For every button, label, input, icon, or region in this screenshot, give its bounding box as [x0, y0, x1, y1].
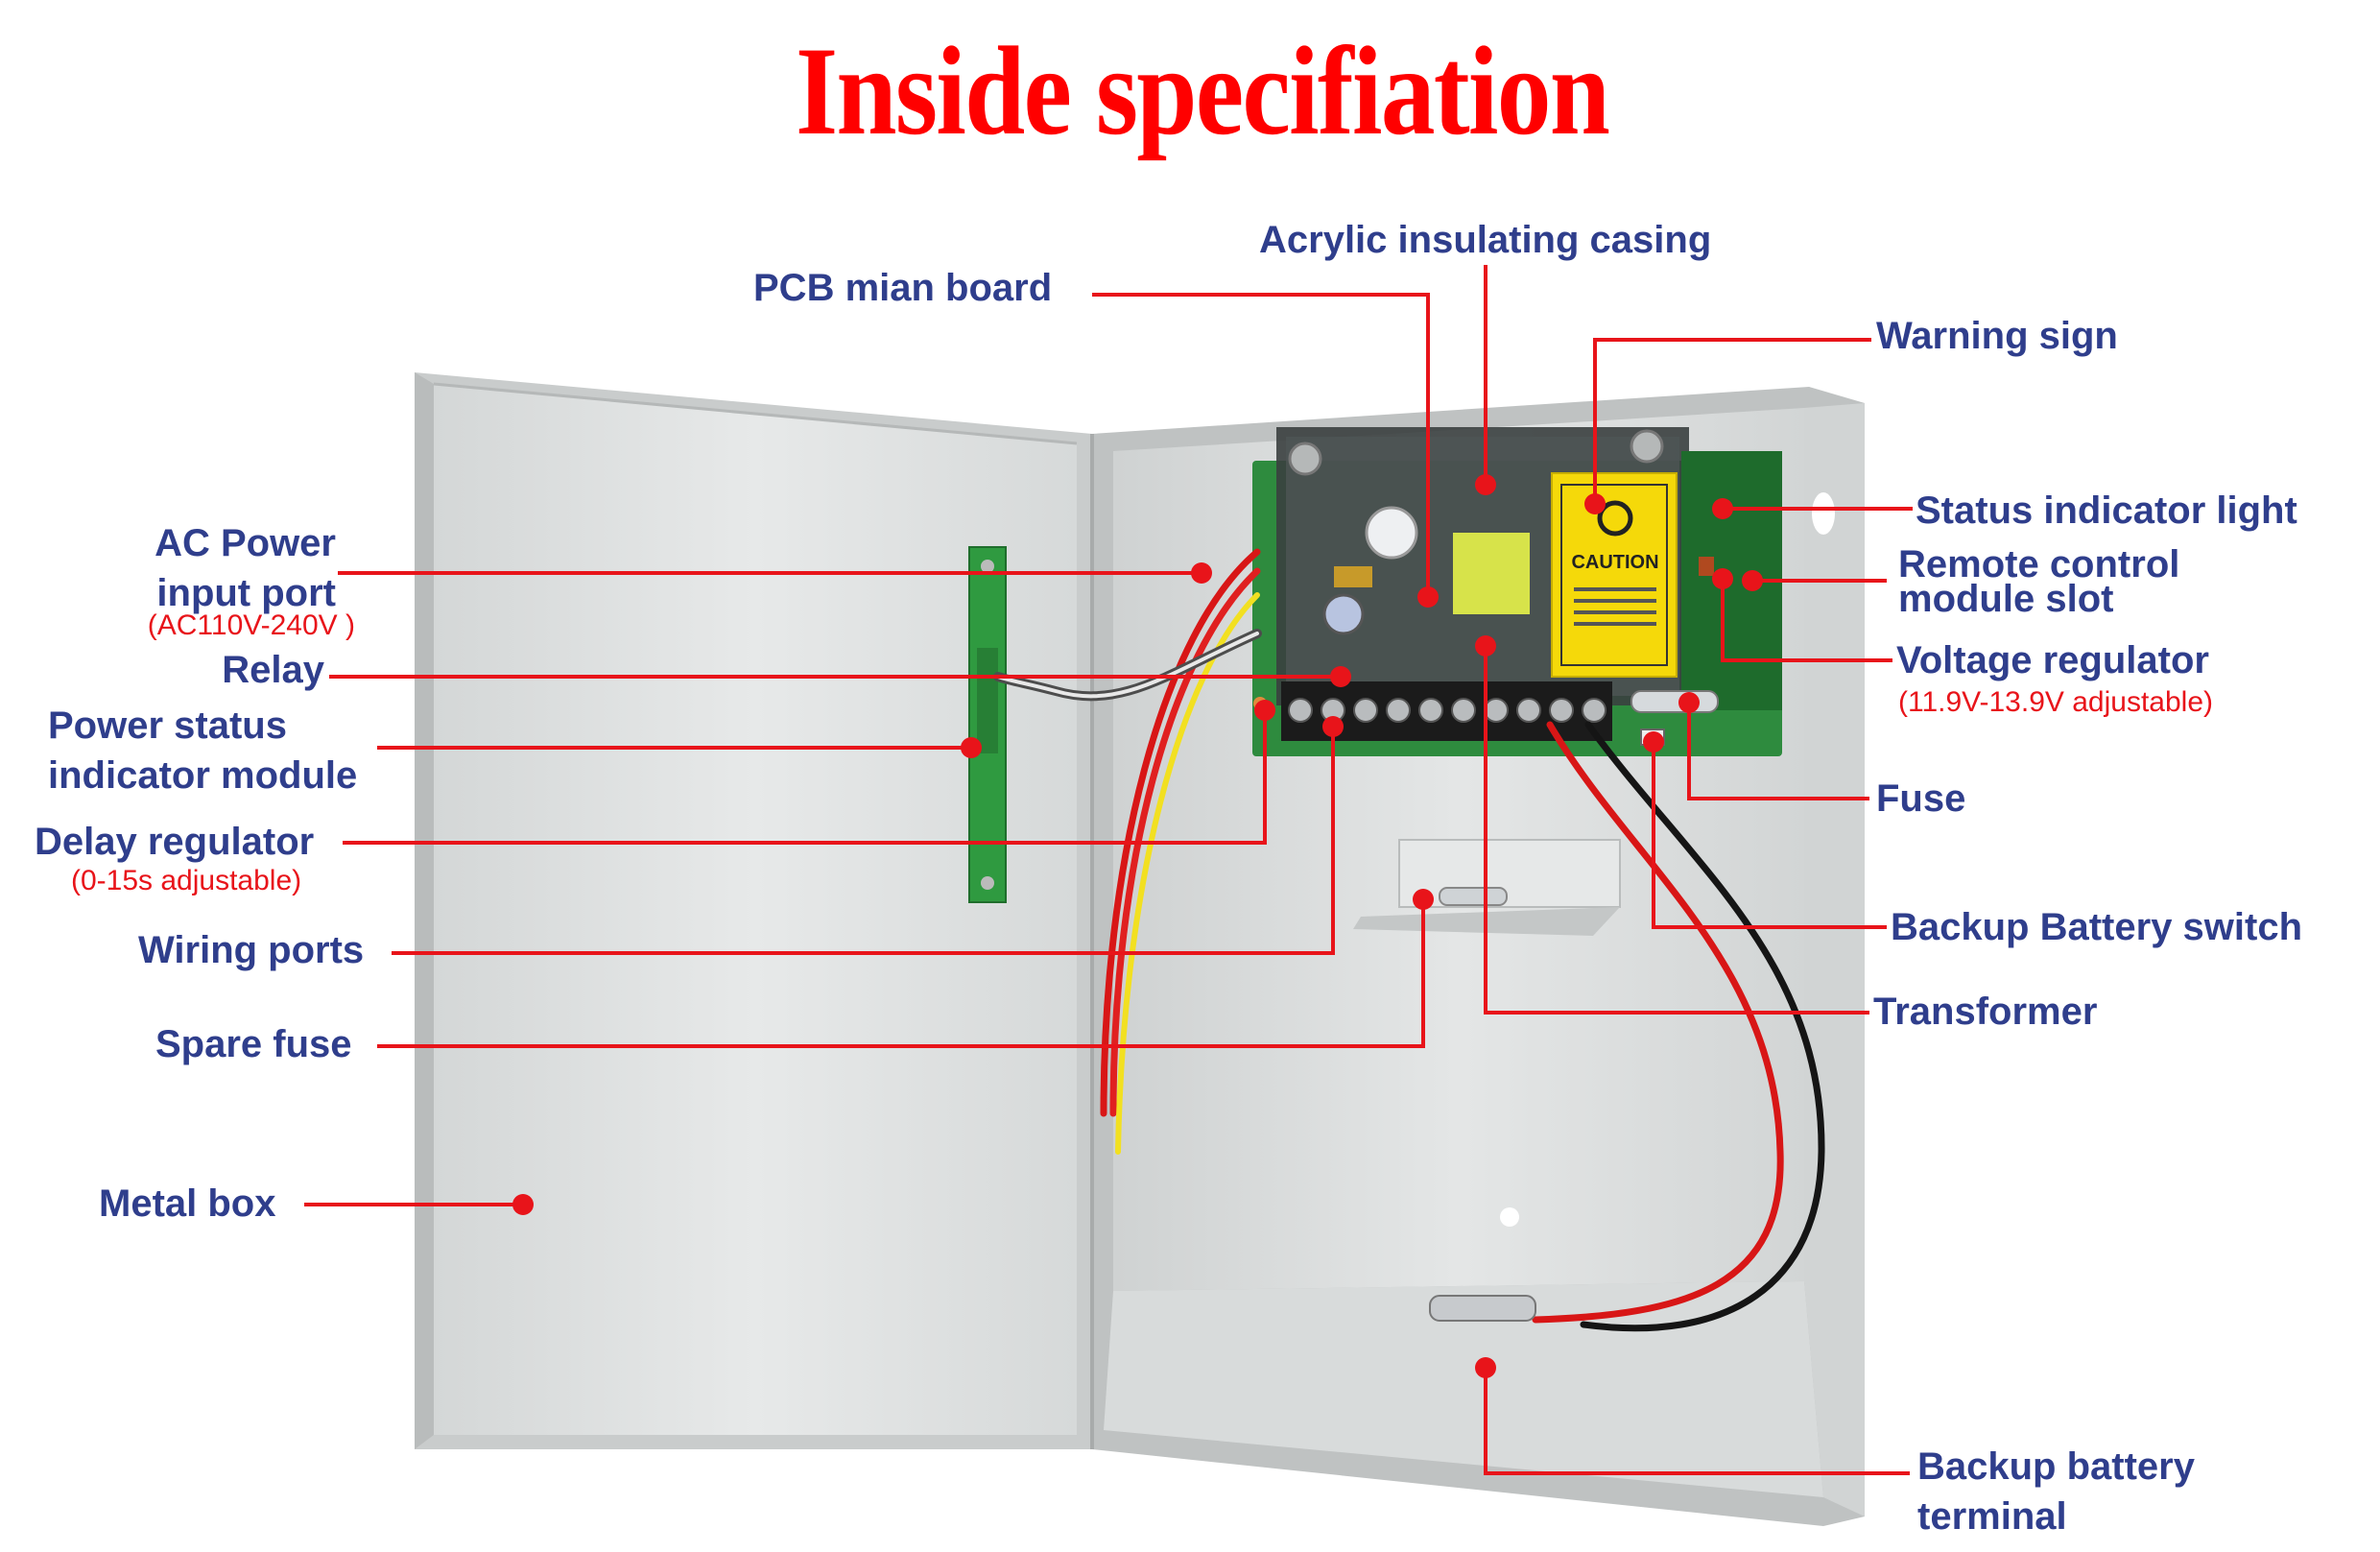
caution-text: CAUTION [1571, 552, 1658, 573]
label-wiring-ports: Wiring ports [138, 929, 365, 971]
dot-transformer [1475, 635, 1496, 657]
dot-acrylic-casing [1475, 474, 1496, 495]
label-voltage-regulator: Voltage regulator [1896, 639, 2209, 681]
dot-fuse [1678, 692, 1700, 713]
dot-power-status [961, 737, 982, 758]
label-status-light: Status indicator light [1916, 489, 2297, 532]
power-status-module-board [968, 546, 1007, 903]
label-ac-input: AC Power input port [96, 518, 336, 618]
label-ac-input-line2: input port [156, 572, 336, 614]
leader-warning-sign [1593, 338, 1871, 499]
label-fuse: Fuse [1876, 777, 1966, 820]
label-battery-terminal-line1: Backup battery [1917, 1445, 2195, 1488]
label-power-status: Power status indicator module [48, 701, 357, 800]
esd-warning-icon [1597, 500, 1633, 537]
label-delay-regulator: Delay regulator [35, 821, 315, 863]
callout-dots [512, 474, 1763, 1378]
label-battery-terminal-line2: terminal [1917, 1495, 2067, 1538]
leader-battery-switch [1652, 744, 1887, 929]
dot-warning-sign [1584, 493, 1606, 514]
leader-pcb-main-board [1092, 293, 1430, 590]
dot-spare-fuse [1413, 889, 1434, 910]
label-remote-slot-line2: module slot [1898, 578, 2114, 620]
battery-terminal-connector [1429, 1295, 1536, 1322]
label-power-status-line1: Power status [48, 704, 287, 747]
label-pcb-main-board: PCB mian board [753, 267, 1053, 309]
label-warning-sign: Warning sign [1876, 315, 2118, 357]
dot-relay [1330, 666, 1351, 687]
dot-pcb-main-board [1417, 586, 1439, 608]
leader-delay-regulator [343, 710, 1267, 845]
fuse-glass [1630, 690, 1719, 713]
leader-spare-fuse [377, 899, 1425, 1048]
note-ac-input: (AC110V-240V ) [147, 609, 355, 641]
label-spare-fuse: Spare fuse [155, 1023, 352, 1065]
dot-delay-regulator [1254, 700, 1275, 721]
label-remote-slot: Remote control module slot [1898, 543, 2180, 620]
leader-transformer [1484, 646, 1869, 1015]
dot-wiring-ports [1322, 716, 1344, 737]
label-battery-terminal: Backup battery terminal [1917, 1442, 2195, 1541]
label-battery-switch: Backup Battery switch [1891, 906, 2303, 948]
label-acrylic-casing: Acrylic insulating casing [1259, 219, 1712, 261]
leader-voltage-regulator [1721, 581, 1892, 662]
label-ac-input-line1: AC Power [155, 522, 336, 564]
leader-battery-terminal [1484, 1368, 1910, 1475]
dot-remote-slot [1742, 570, 1763, 591]
page-title: Inside specifiation [795, 20, 1610, 161]
wiring-harness [993, 548, 1825, 1332]
dot-battery-switch [1643, 731, 1664, 752]
note-delay-regulator: (0-15s adjustable) [71, 865, 302, 896]
dot-battery-terminal [1475, 1357, 1496, 1378]
leader-wiring-ports [392, 727, 1335, 955]
label-transformer: Transformer [1873, 991, 2098, 1033]
leader-lines [304, 265, 1913, 1475]
door-panel [415, 372, 1092, 1449]
dot-voltage-regulator [1712, 568, 1733, 589]
label-metal-box: Metal box [99, 1182, 276, 1225]
dot-metal-box [512, 1194, 534, 1215]
label-relay: Relay [222, 649, 324, 691]
warning-sticker [1551, 472, 1678, 678]
dot-ac-input [1191, 562, 1212, 584]
label-power-status-line2: indicator module [48, 754, 358, 797]
leader-fuse [1687, 701, 1869, 800]
dot-status-light [1712, 498, 1733, 519]
note-voltage-regulator: (11.9V-13.9V adjustable) [1898, 686, 2213, 718]
main-pcb-module: CAUTION [1252, 427, 1782, 756]
label-remote-slot-line1: Remote control [1898, 543, 2180, 585]
